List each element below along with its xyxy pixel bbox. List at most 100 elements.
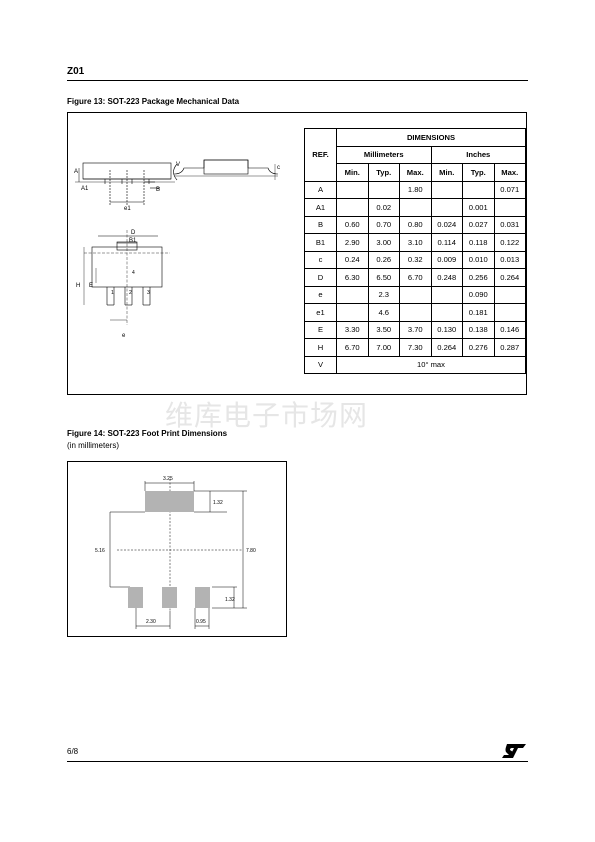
col-header: Min. (430, 163, 463, 182)
table-header-inches: Inches (430, 145, 526, 164)
dim-label-pin-width: 0.95 (196, 619, 206, 625)
header-rule (67, 80, 528, 81)
st-logo-icon (502, 744, 526, 758)
end-view-drawing (173, 159, 279, 181)
table-cell: 0.26 (367, 250, 400, 269)
table-cell: 0.80 (399, 215, 432, 234)
footer-rule (67, 761, 528, 762)
table-cell-ref: E (304, 320, 337, 339)
table-cell-ref: B (304, 215, 337, 234)
table-cell: 0.024 (430, 215, 463, 234)
footprint-pad-pin2 (162, 587, 177, 608)
table-cell-ref: A1 (304, 198, 337, 217)
table-cell (430, 285, 463, 304)
table-cell: 0.090 (462, 285, 495, 304)
label-V: V (176, 162, 180, 168)
table-cell (336, 180, 369, 199)
table-cell (430, 198, 463, 217)
table-cell: 7.30 (399, 338, 432, 357)
table-cell: 0.027 (462, 215, 495, 234)
table-cell: 0.70 (367, 215, 400, 234)
col-header: Max. (399, 163, 432, 182)
table-cell: 0.071 (493, 180, 526, 199)
watermark-text: 维库电子市场网 (165, 399, 369, 432)
table-cell: 3.10 (399, 233, 432, 252)
table-cell: 2.3 (367, 285, 400, 304)
figure14-frame (67, 461, 287, 637)
table-row-v: V 10° max (304, 355, 526, 374)
table-column-headers: Min. Typ. Max. Min. Typ. Max. (305, 163, 526, 182)
label-B1: B1 (129, 238, 137, 244)
table-cell-ref: B1 (304, 233, 337, 252)
table-cell-ref: e (304, 285, 337, 304)
table-cell (336, 198, 369, 217)
dimensions-table: REF. DIMENSIONS Millimeters Inches Min. … (304, 128, 526, 374)
side-view-drawing (75, 162, 175, 205)
col-header: Min. (336, 163, 369, 182)
table-cell: 0.60 (336, 215, 369, 234)
figure14-title: Figure 14: SOT-223 Foot Print Dimensions (67, 429, 228, 438)
table-cell: 0.138 (462, 320, 495, 339)
footprint-pad-tab (145, 491, 194, 512)
table-cell-ref: e1 (304, 303, 337, 322)
pin-label-3: 3 (147, 290, 150, 296)
table-cell: 1.80 (399, 180, 432, 199)
table-cell (493, 303, 526, 322)
table-cell: 3.00 (367, 233, 400, 252)
table-cell: 6.70 (336, 338, 369, 357)
table-cell: 0.013 (493, 250, 526, 269)
table-cell: 0.287 (493, 338, 526, 357)
table-cell-ref: A (304, 180, 337, 199)
table-row: e 2.3 0.090 (304, 285, 526, 304)
table-cell (336, 303, 369, 322)
table-cell-ref: c (304, 250, 337, 269)
table-cell (336, 285, 369, 304)
table-cell: 0.32 (399, 250, 432, 269)
dim-label-total-height: 7.80 (246, 548, 256, 554)
table-cell: 6.50 (367, 268, 400, 287)
table-cell: 0.256 (462, 268, 495, 287)
table-cell (399, 303, 432, 322)
figure13-frame (67, 112, 527, 395)
document-id: Z01 (67, 66, 85, 77)
table-cell-v-value: 10° max (336, 355, 526, 374)
table-cell: 4.6 (367, 303, 400, 322)
table-row: A 1.80 0.071 (304, 180, 526, 199)
col-header: Typ. (462, 163, 495, 182)
label-A: A (74, 169, 78, 175)
table-cell-ref: V (304, 355, 337, 374)
dim-label-top-width: 3.25 (163, 476, 173, 482)
table-cell-ref: H (304, 338, 337, 357)
label-B: B (156, 187, 160, 193)
dim-label-pin-pitch: 2.30 (146, 619, 156, 625)
table-header-millimeters: Millimeters (336, 145, 432, 164)
sot223-package-drawings: A A1 B e1 V c D B1 H E e 1 2 3 4 (74, 159, 280, 339)
table-cell: 3.30 (336, 320, 369, 339)
table-cell: 0.122 (493, 233, 526, 252)
table-cell: 0.24 (336, 250, 369, 269)
table-cell: 6.30 (336, 268, 369, 287)
table-cell (493, 198, 526, 217)
pin-label-1: 1 (111, 290, 114, 296)
col-header: Typ. (367, 163, 400, 182)
table-cell: 0.009 (430, 250, 463, 269)
pin-label-4: 4 (132, 270, 135, 276)
col-header: Max. (493, 163, 526, 182)
footprint-drawing: 3.25 1.32 5.16 7.80 1.32 2.30 0.95 (95, 476, 256, 629)
table-cell (367, 180, 400, 199)
table-cell (493, 285, 526, 304)
table-cell: 6.70 (399, 268, 432, 287)
table-cell: 0.130 (430, 320, 463, 339)
table-cell: 0.010 (462, 250, 495, 269)
label-c: c (277, 165, 280, 171)
table-cell: 0.02 (367, 198, 400, 217)
page-number: 6/8 (67, 747, 79, 756)
figure14-subtitle: (in millimeters) (67, 441, 119, 450)
dim-label-top-height: 1.32 (213, 500, 223, 506)
footprint-pad-pin1 (128, 587, 143, 608)
footprint-pad-pin3 (195, 587, 210, 608)
